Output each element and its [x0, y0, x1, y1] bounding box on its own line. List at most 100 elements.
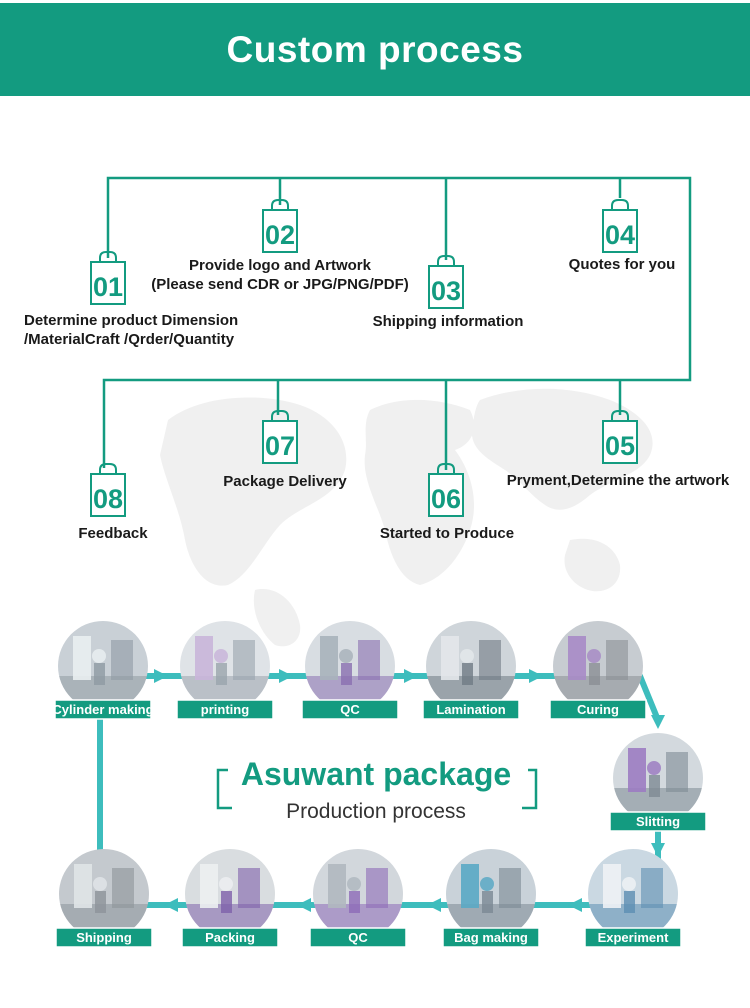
step-label: Started to Produce: [380, 525, 514, 542]
production-step-label: Lamination: [436, 702, 505, 717]
production-step: Shipping: [55, 849, 153, 948]
map-continent: [471, 388, 653, 510]
step-label: /MaterialCraft /Qrder/Quantity: [24, 331, 235, 348]
step-label: Quotes for you: [569, 256, 676, 273]
map-continent: [564, 538, 621, 592]
bag-icon: [262, 209, 298, 253]
bag-icon: [602, 209, 638, 253]
production-step-label: Slitting: [636, 814, 680, 829]
production-step: Bag making: [442, 849, 540, 948]
step-label-bar: [549, 699, 647, 720]
page-title: Custom process: [226, 29, 524, 70]
flow-arrow-icon: [164, 898, 178, 912]
step-label-bar: [176, 699, 274, 720]
production-step: printing: [176, 621, 274, 720]
bag-handle-icon: [437, 463, 455, 480]
production-step: Slitting: [609, 733, 707, 832]
step-label: Pryment,Determine the artwork: [507, 472, 730, 489]
bag-handle-icon: [99, 463, 117, 480]
step-number: 02: [265, 220, 295, 250]
step-label: Package Delivery: [223, 473, 347, 490]
production-step: Lamination: [422, 621, 520, 720]
flow-arrow-icon: [651, 715, 665, 729]
production-step-label: Shipping: [76, 930, 132, 945]
production-step: Packing: [181, 849, 279, 948]
step-number: 08: [93, 484, 123, 514]
bag-icon: [90, 473, 126, 517]
step-number: 01: [93, 272, 123, 302]
step-label-bar: [442, 927, 540, 948]
step-number: 03: [431, 276, 461, 306]
map-continent: [253, 589, 301, 647]
map-continent: [160, 397, 347, 586]
step-photo: [553, 621, 643, 711]
world-map-background: [160, 388, 653, 647]
flow-arrow-icon: [279, 669, 293, 683]
step-label: Determine product Dimension: [24, 312, 238, 329]
step-number: 06: [431, 484, 461, 514]
production-step-label: Experiment: [598, 930, 669, 945]
step-photo: [588, 849, 678, 939]
step-number: 05: [605, 431, 635, 461]
step-label: Shipping information: [373, 313, 524, 330]
production-step-label: Cylinder making: [52, 702, 153, 717]
step-label: Provide logo and Artwork: [189, 257, 372, 274]
flow-arrow-icon: [297, 898, 311, 912]
production-step-label: QC: [340, 702, 360, 717]
step-label-bar: [309, 927, 407, 948]
bag-icon: [428, 265, 464, 309]
step-photo: [446, 849, 536, 939]
production-step: QC: [309, 849, 407, 948]
flow-arrow-icon: [651, 843, 665, 857]
step-number: 04: [605, 220, 635, 250]
brand-bracket: [216, 768, 232, 810]
production-step: Curing: [549, 621, 647, 720]
step-photo: [305, 621, 395, 711]
bag-icon: [90, 261, 126, 305]
bag-icon: [428, 473, 464, 517]
flow-arrow-icon: [568, 898, 582, 912]
production-step: Cylinder making: [52, 621, 154, 720]
production-step-label: Packing: [205, 930, 255, 945]
production-step-label: Curing: [577, 702, 619, 717]
bag-icon: [602, 420, 638, 464]
flow-arrow-icon: [529, 669, 543, 683]
bag-handle-icon: [611, 199, 629, 216]
production-step-label: printing: [201, 702, 249, 717]
step-photo: [59, 849, 149, 939]
flow-arrow-icon: [427, 898, 441, 912]
step-label-bar: [422, 699, 520, 720]
bag-handle-icon: [437, 255, 455, 272]
flow-connector: [102, 176, 692, 468]
brand-name: Asuwant package: [241, 756, 511, 792]
production-step-label: QC: [348, 930, 368, 945]
step-number: 07: [265, 431, 295, 461]
step-label-bar: [584, 927, 682, 948]
bag-handle-icon: [611, 410, 629, 427]
production-step-label: Bag making: [454, 930, 528, 945]
step-label-bar: [609, 811, 707, 832]
step-label-bar: [54, 699, 152, 720]
brand-subtitle: Production process: [286, 800, 466, 823]
flow-arrow-icon: [404, 669, 418, 683]
step-label-bar: [55, 927, 153, 948]
production-step: QC: [301, 621, 399, 720]
bag-handle-icon: [271, 199, 289, 216]
header-banner: Custom process: [0, 3, 750, 96]
bag-handle-icon: [99, 251, 117, 268]
step-label: (Please send CDR or JPG/PNG/PDF): [151, 276, 409, 293]
brand-bracket: [522, 768, 538, 810]
step-label-bar: [181, 927, 279, 948]
step-label: Feedback: [78, 525, 148, 542]
